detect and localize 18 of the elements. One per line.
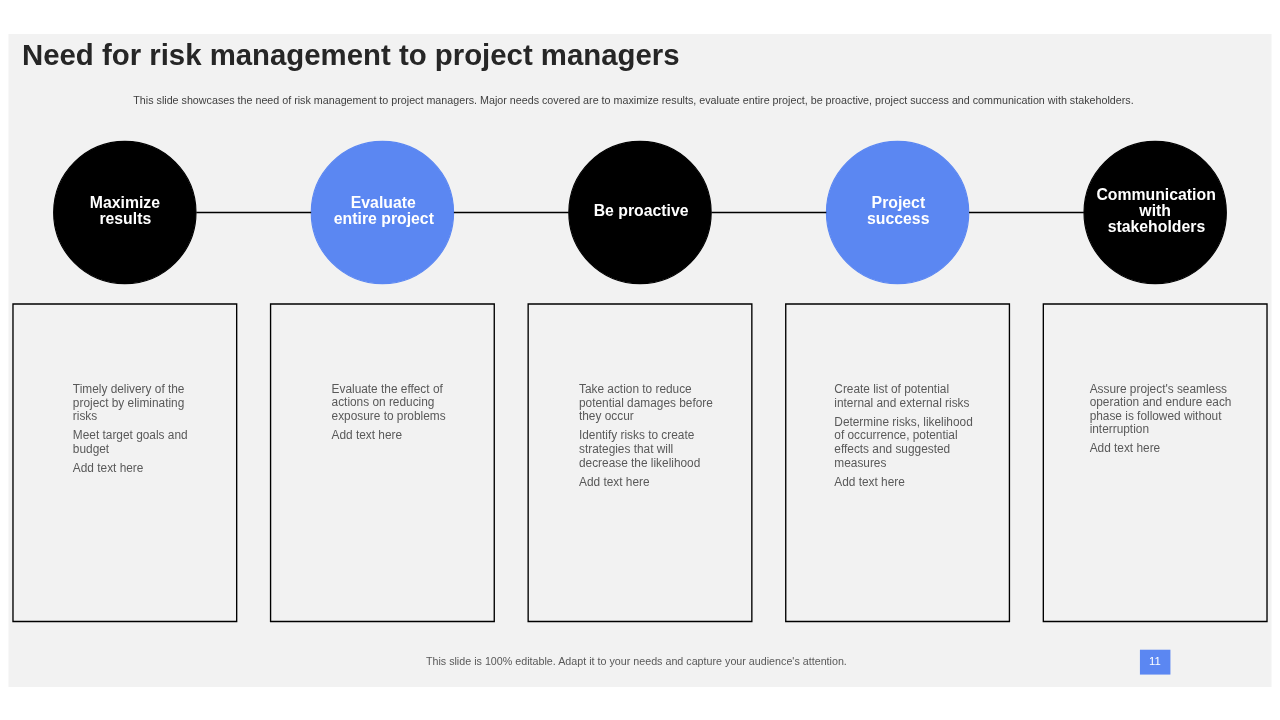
connector <box>195 211 312 213</box>
label: This slide showcases the need of risk management to project managers. Major needs covered are to maximize results, evaluate entire project, be proactive, project success and communication with stakeholders. <box>133 93 1134 106</box>
node-box: Assure project's seamless operation and endure each phase is followed without interruption Add text here <box>1042 302 1268 622</box>
label: 11 <box>1148 654 1161 667</box>
label: This slide is 100% editable. Adapt it to your needs and capture your audience's attention. <box>425 654 847 667</box>
node-circle: Evaluate entire project <box>310 140 455 284</box>
node-box: Timely delivery of the project by eliminating risks Meet target goals and budget Add text here <box>12 302 238 622</box>
diagram-title: Need for risk management to project managers <box>22 37 680 71</box>
node-box: Take action to reduce potential damages before they occur Identify risks to create strategies that will decrease the likelihood Add text here <box>527 302 753 622</box>
node-circle: Project success <box>825 140 970 284</box>
connector <box>968 211 1085 213</box>
node-box: Evaluate the effect of actions on reducing exposure to problems Add text here <box>269 302 495 622</box>
connector <box>453 211 570 213</box>
connector <box>710 211 827 213</box>
node-circle: Be proactive <box>568 140 712 284</box>
node-box: Create list of potential internal and external risks Determine risks, likelihood of occurrence, potential effects and suggested measures Add text here <box>785 302 1011 622</box>
node-circle: Communication with stakeholders <box>1083 140 1227 284</box>
node-circle: Maximize results <box>53 140 197 284</box>
